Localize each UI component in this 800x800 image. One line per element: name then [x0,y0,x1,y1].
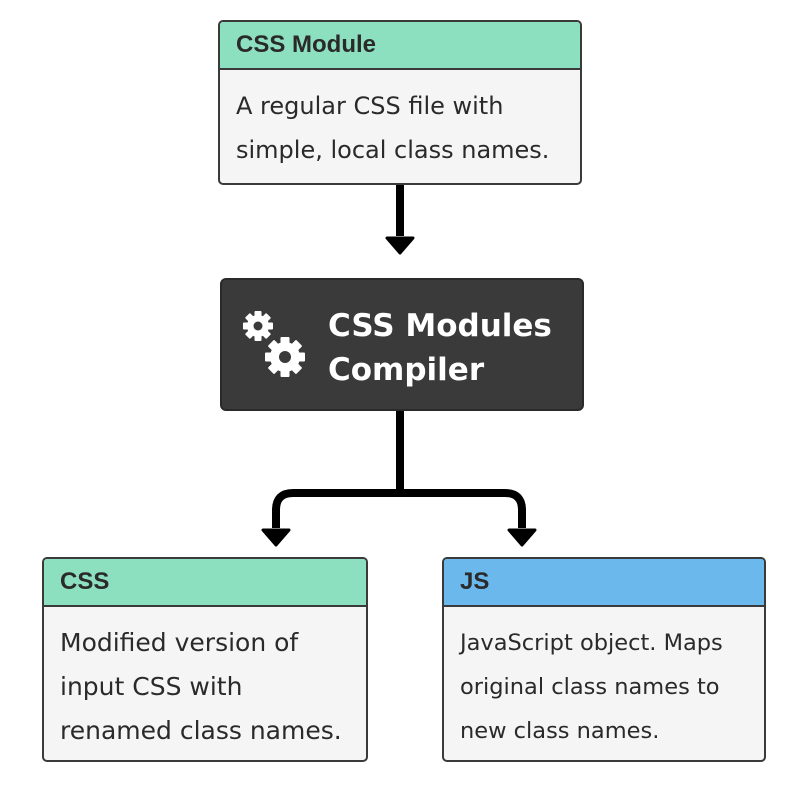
arrow-compiler-to-outputs [272,411,526,528]
js-output-card-body: JavaScript object. Maps original class n… [444,607,764,753]
js-output-card-line: new class names. [460,718,660,744]
js-output-card-line: JavaScript object. Maps [460,630,723,656]
css-module-card: CSS Module A regular CSS file with simpl… [218,20,582,185]
arrowhead-css [261,528,291,547]
js-output-card-title: JS [444,559,764,607]
css-output-card-line: renamed class names. [60,716,342,745]
css-output-card-line: Modified version of [60,628,299,657]
css-module-card-title: CSS Module [220,22,580,70]
css-output-card: CSS Modified version of input CSS with r… [42,557,368,762]
css-module-card-line: A regular CSS file with [236,92,504,120]
compiler-title-line: Compiler [328,352,485,388]
compiler-box: CSS Modules Compiler [220,278,584,411]
js-output-card-line: original class names to [460,674,720,700]
compiler-title: CSS Modules Compiler [328,304,552,392]
css-module-card-body: A regular CSS file with simple, local cl… [220,70,580,172]
arrowhead-js [507,528,537,547]
arrowhead-top [385,236,415,255]
gears-icon [243,311,305,377]
css-output-card-title: CSS [44,559,366,607]
css-output-card-body: Modified version of input CSS with renam… [44,607,366,753]
js-output-card: JS JavaScript object. Maps original clas… [442,557,766,762]
css-module-card-line: simple, local class names. [236,136,550,164]
compiler-title-line: CSS Modules [328,308,552,344]
css-output-card-line: input CSS with [60,672,243,701]
